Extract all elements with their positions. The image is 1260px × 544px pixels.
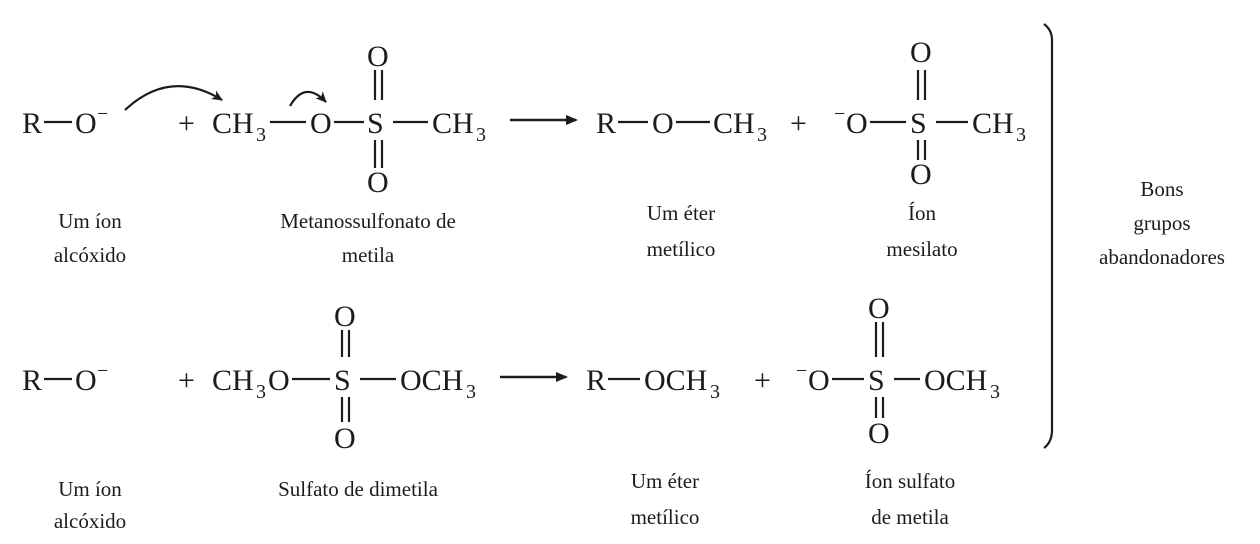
r2-reagent-left-o: O [268,364,290,397]
r2-reagent-och: OCH [400,364,463,397]
r1-caption-product2-line1: Íon [908,201,936,225]
r1-reagent-ch: CH [212,107,254,140]
r2-reactant-r: R [22,364,42,397]
r2-reagent-ch: CH [212,364,254,397]
r1-caption-reactant-line2: alcóxido [54,243,126,267]
r1-reagent-s: S [367,107,384,140]
r2-caption-reactant-line1: Um íon [58,477,122,501]
r2-reagent-och-sub: 3 [466,381,476,403]
r2-caption-product2-line1: Íon sulfato [865,469,955,493]
side-label-line2: grupos [1133,211,1190,235]
r1-reagent-o: O [310,107,332,140]
r2-product-och-sub: 3 [710,381,720,403]
r1-caption-product2-line2: mesilato [886,237,957,261]
r1-reactant-charge: − [97,103,108,125]
r1-caption-product1-line2: metílico [647,237,716,261]
r2-reagent-o-top: O [334,300,356,333]
r1-plus-1: + [178,107,195,140]
r1-reagent-o-top: O [367,40,389,73]
r2-product2-och-sub: 3 [990,381,1000,403]
r2-product2-o: O [808,364,830,397]
r1-caption-reagent-line1: Metanossulfonato de [280,209,456,233]
r1-reagent-ch-2: CH [432,107,474,140]
right-bracket [1043,23,1054,449]
r1-curved-arrow-leave [289,90,327,107]
r1-caption-product1-line1: Um éter [647,201,715,225]
r1-product-ch-sub: 3 [757,124,767,146]
r2-plus-2: + [754,364,771,397]
r1-caption-reactant-line1: Um íon [58,209,122,233]
r2-reactant-charge: − [97,360,108,382]
r2-caption-reactant-line2: alcóxido [54,509,126,533]
r1-caption-reagent-line2: metila [342,243,395,267]
r1-reagent-ch-sub: 3 [256,124,266,146]
r2-product2-s: S [868,364,885,397]
r1-reactant-o: O [75,107,97,140]
r1-product-r: R [596,107,616,140]
r1-product2-ch: CH [972,107,1014,140]
side-label: Bons grupos abandonadores [1099,177,1225,269]
r1-reagent-ch-2-sub: 3 [476,124,486,146]
r2-reagent-ch-sub: 3 [256,381,266,403]
r2-reagent-s: S [334,364,351,397]
r2-plus-1: + [178,364,195,397]
r1-product-o: O [652,107,674,140]
r1-product2-o: O [846,107,868,140]
side-label-line3: abandonadores [1099,245,1225,269]
r1-product2-s: S [910,107,927,140]
r2-caption-product1-line1: Um éter [631,469,699,493]
r1-reagent-o-bottom: O [367,166,389,199]
r2-product2-och: OCH [924,364,987,397]
side-label-line1: Bons [1140,177,1183,201]
r2-product-r: R [586,364,606,397]
r1-curved-arrow-attack [124,85,223,111]
r2-product2-charge: − [796,360,807,382]
r2-product-och: OCH [644,364,707,397]
r2-caption-product1-line2: metílico [631,505,700,529]
r1-product2-charge: − [834,103,845,125]
r1-reactant-r: R [22,107,42,140]
r2-product2-o-bottom: O [868,417,890,450]
r2-reactant-o: O [75,364,97,397]
r1-product2-o-top: O [910,36,932,69]
r1-plus-2: + [790,107,807,140]
r1-product2-ch-sub: 3 [1016,124,1026,146]
reaction-1: R O − + CH 3 O S O O CH 3 R O CH [22,36,1026,267]
r2-product2-o-top: O [868,292,890,325]
r1-product2-o-bottom: O [910,158,932,191]
reaction-2: R O − + CH 3 O S O O OCH 3 R OCH 3 + − O… [22,292,1000,533]
r2-caption-product2-line2: de metila [871,505,949,529]
r2-caption-reagent-line1: Sulfato de dimetila [278,477,438,501]
r1-product-ch: CH [713,107,755,140]
r2-reagent-o-bottom: O [334,422,356,455]
